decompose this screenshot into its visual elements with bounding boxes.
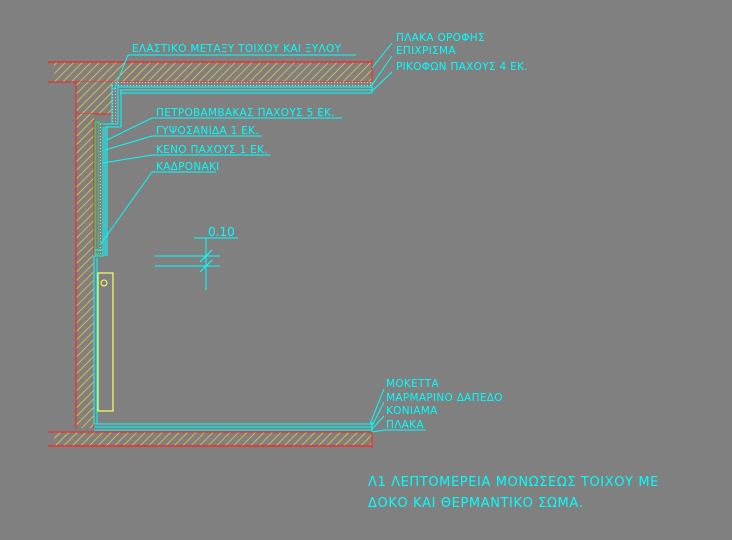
floor-slab — [48, 430, 373, 448]
ceiling-slab — [48, 60, 373, 84]
drawing-title-line2: ΔΟΚΟ ΚΑΙ ΘΕΡΜΑΝΤΙΚΟ ΣΩΜΑ. — [368, 496, 584, 511]
label-rockwool: ΠΕΤΡΟΒΑΜΒΑΚΑΣ ΠΑΧΟΥΣ 5 ΕΚ. — [156, 107, 335, 119]
label-floor-slab: ΠΛΑΚΑ — [386, 419, 424, 431]
label-roof-slab: ΠΛΑΚΑ ΟΡΟΦΗΣ — [396, 32, 485, 44]
leader-lines — [99, 42, 426, 433]
label-elastic-joint: ΕΛΑΣΤΙΚΟ ΜΕΤΑΞΥ ΤΟΙΧΟΥ ΚΑΙ ΞΥΛΟΥ — [132, 43, 342, 55]
label-air-gap: ΚΕΝΟ ΠΑΧΟΥΣ 1 ΕΚ. — [156, 144, 268, 156]
label-stud: ΚΑΔΡΟΝΑΚΙ — [156, 161, 220, 173]
floor-layers — [94, 422, 373, 432]
label-carpet: ΜΟΚΕΤΤΑ — [386, 378, 439, 390]
label-mortar: ΚΟΝΙΑΜΑ — [386, 405, 438, 417]
wall — [75, 114, 95, 428]
label-cork-board: ΡΙΚΟΦΩΝ ΠΑΧΟΥΣ 4 ΕΚ. — [396, 61, 528, 73]
beam — [75, 82, 112, 115]
drawing-title-line1: Λ1 ΛΕΠΤΟΜΕΡΕΙΑ ΜΟΝΩΣΕΩΣ ΤΟΙΧΟΥ ΜΕ — [368, 475, 659, 490]
radiator — [97, 272, 114, 412]
label-marble-floor: ΜΑΡΜΑΡΙΝΟ ΔΑΠΕΔΟ — [386, 392, 503, 404]
dimension-value: 0.10 — [208, 225, 235, 239]
label-plaster: ΕΠΙΧΡΙΣΜΑ — [396, 45, 456, 57]
label-gypsum-board: ΓΥΨΟΣΑΝΙΔΑ 1 ΕΚ. — [156, 125, 259, 137]
dimension-mark — [155, 237, 238, 290]
wall-insulation — [93, 84, 122, 425]
ceiling-layers — [112, 82, 373, 94]
